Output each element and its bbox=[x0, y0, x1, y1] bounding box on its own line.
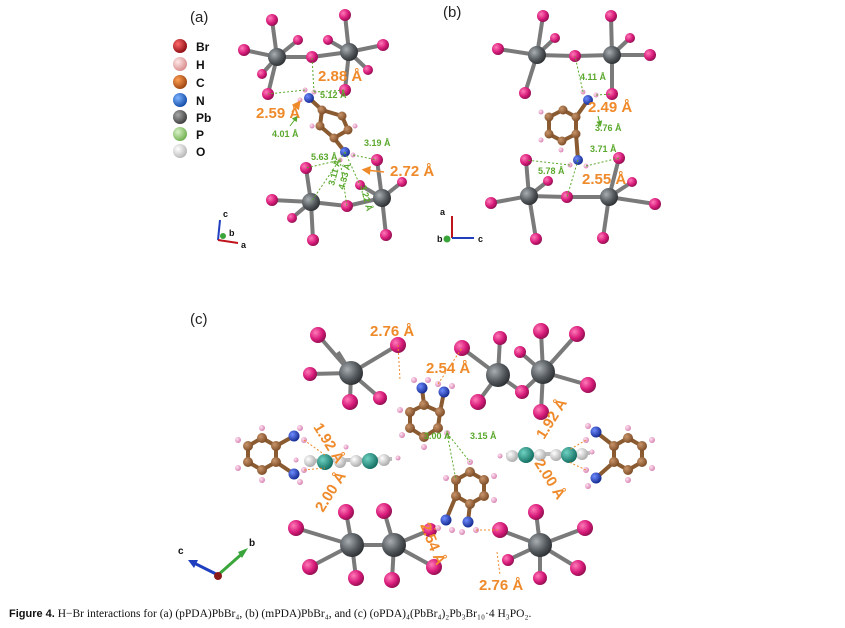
pbbr-octahedra-lower-right-c bbox=[492, 504, 593, 585]
dist-label: 2.49 Å bbox=[588, 99, 632, 116]
dist-label-small: 3.76 Å bbox=[595, 123, 622, 133]
h3po2-left bbox=[293, 444, 401, 470]
dist-label: 2.72 Å bbox=[390, 163, 434, 180]
legend-o-label: O bbox=[196, 145, 205, 159]
dist-label: 2.55 Å bbox=[582, 171, 626, 188]
oPDA-cation-lower bbox=[435, 459, 497, 535]
element-legend: Br H C N Pb P O bbox=[173, 39, 211, 159]
dist-label-small: 3.15 Å bbox=[470, 431, 497, 441]
axis-label: c bbox=[178, 546, 184, 557]
dist-label-small: 5.63 Å bbox=[311, 152, 338, 162]
axis-label: b bbox=[249, 538, 255, 549]
dist-label-small: 5.78 Å bbox=[538, 166, 565, 176]
legend-p-marker bbox=[173, 127, 187, 141]
oPDA-cation-upper bbox=[397, 377, 455, 450]
hbonds-a bbox=[267, 56, 385, 207]
dist-label: 2.88 Å bbox=[318, 68, 362, 85]
panel-c-label: (c) bbox=[190, 311, 208, 328]
axis-label: c bbox=[223, 209, 228, 219]
panel-a: (a) Br H C N Pb P O bbox=[173, 9, 434, 250]
dist-label: 2.00 Å bbox=[531, 456, 569, 503]
panel-c: (c) bbox=[178, 311, 655, 594]
pbbr-octahedra-top-a bbox=[238, 9, 389, 100]
axes-indicator-b: a b c bbox=[437, 207, 483, 244]
axis-label: a bbox=[440, 207, 446, 217]
legend-h-marker bbox=[173, 57, 187, 71]
pbbr-octahedra-top-b bbox=[492, 10, 656, 100]
axis-label: b bbox=[229, 228, 235, 238]
legend-n-marker bbox=[173, 93, 187, 107]
dist-label: 2.54 Å bbox=[426, 360, 470, 377]
dist-label-small: 3.00 Å bbox=[424, 431, 451, 441]
dist-label-small: 3.22 Å bbox=[358, 184, 375, 213]
dist-label-small: 4.11 Å bbox=[580, 72, 607, 82]
panel-a-label: (a) bbox=[190, 9, 208, 26]
oPDA-cation-left bbox=[235, 425, 307, 485]
pbbr-octahedra-upper-right-c bbox=[454, 323, 596, 420]
axis-label: a bbox=[241, 240, 247, 250]
legend-h-label: H bbox=[196, 58, 205, 72]
figure-caption-text: H−Br interactions for (a) (pPDA)PbBr₄, (… bbox=[54, 608, 532, 620]
legend-c-label: C bbox=[196, 76, 205, 90]
panel-b-label: (b) bbox=[443, 4, 461, 21]
axes-indicator-a: c b a bbox=[217, 209, 247, 250]
legend-p-label: P bbox=[196, 128, 204, 142]
axis-label: c bbox=[478, 234, 483, 244]
legend-c-marker bbox=[173, 75, 187, 89]
dist-label: 2.76 Å bbox=[370, 323, 414, 340]
legend-br-label: Br bbox=[196, 40, 210, 54]
legend-o-marker bbox=[173, 144, 187, 158]
axis-label: b bbox=[437, 234, 443, 244]
dist-label-small: 3.71 Å bbox=[590, 144, 617, 154]
figure-caption-label: Figure 4. bbox=[9, 608, 55, 620]
legend-br-marker bbox=[173, 39, 187, 53]
legend-pb-label: Pb bbox=[196, 111, 211, 125]
dist-label: 2.76 Å bbox=[479, 577, 523, 594]
figure-caption: Figure 4. H−Br interactions for (a) (pPD… bbox=[9, 608, 839, 620]
hbonds-b bbox=[525, 55, 620, 198]
h3po2-right bbox=[497, 447, 595, 463]
axes-indicator-c: c b bbox=[178, 538, 255, 580]
legend-n-label: N bbox=[196, 94, 205, 108]
pbbr-octahedra-lower-left-c bbox=[288, 503, 442, 588]
hbonds-c bbox=[303, 344, 587, 576]
pPDA-cation bbox=[297, 87, 358, 163]
pbbr-octahedra-bottom-b bbox=[485, 152, 661, 245]
panel-b: (b) bbox=[437, 4, 661, 245]
legend-pb-marker bbox=[173, 110, 187, 124]
dist-label-small: 3.19 Å bbox=[364, 138, 391, 148]
dist-label-small: 5.12 Å bbox=[320, 90, 347, 100]
mPDA-cation bbox=[538, 89, 599, 169]
dist-label-small: 4.01 Å bbox=[272, 129, 299, 139]
dist-label: 2.59 Å bbox=[256, 105, 300, 122]
oPDA-cation-right bbox=[583, 423, 655, 489]
